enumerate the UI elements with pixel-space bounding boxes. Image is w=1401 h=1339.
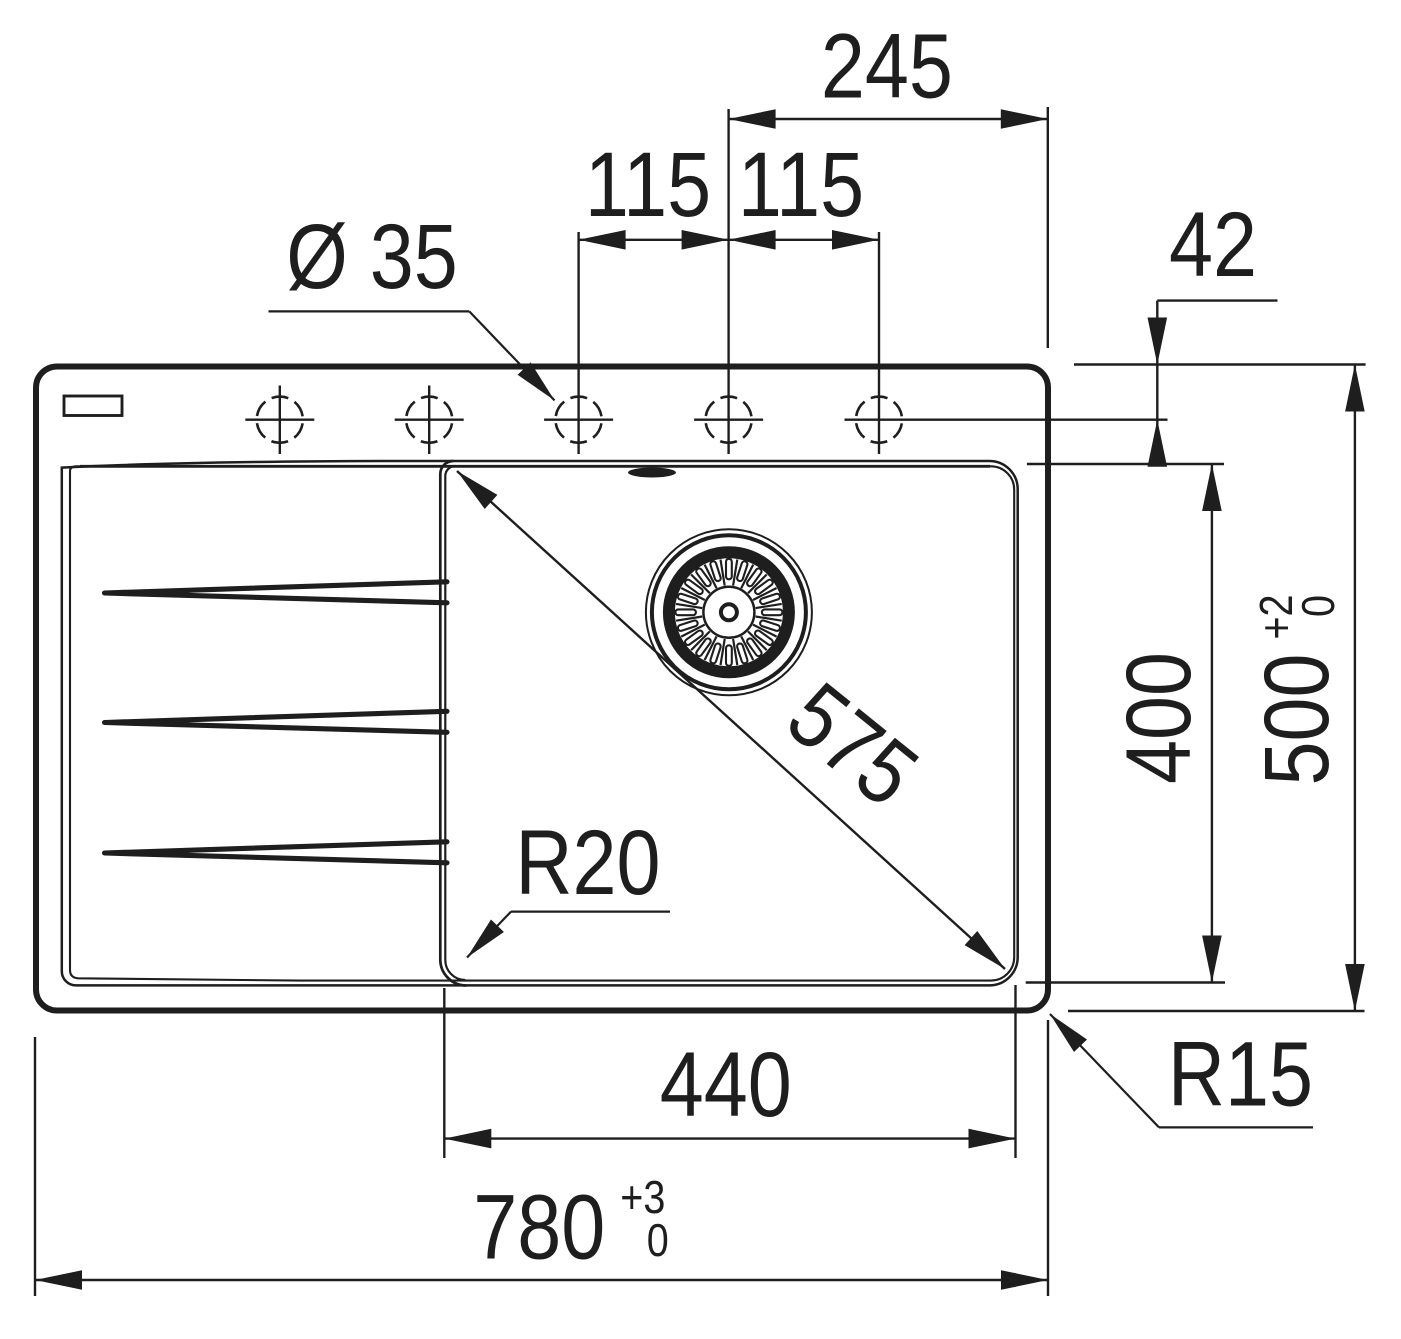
- svg-text:Ø 35: Ø 35: [286, 205, 458, 308]
- svg-text:245: 245: [821, 15, 953, 118]
- svg-text:500: 500: [1245, 653, 1348, 785]
- svg-text:R20: R20: [515, 811, 660, 914]
- svg-text:+2: +2: [1251, 594, 1302, 639]
- svg-text:0: 0: [647, 1215, 669, 1266]
- svg-text:780: 780: [473, 1176, 605, 1279]
- svg-text:0: 0: [1293, 595, 1344, 617]
- svg-text:115: 115: [585, 133, 711, 236]
- svg-text:42: 42: [1169, 193, 1257, 296]
- svg-text:115: 115: [738, 133, 864, 236]
- svg-text:440: 440: [660, 1033, 792, 1136]
- svg-text:+3: +3: [620, 1172, 665, 1223]
- svg-text:R15: R15: [1168, 1023, 1313, 1126]
- svg-text:400: 400: [1107, 652, 1210, 784]
